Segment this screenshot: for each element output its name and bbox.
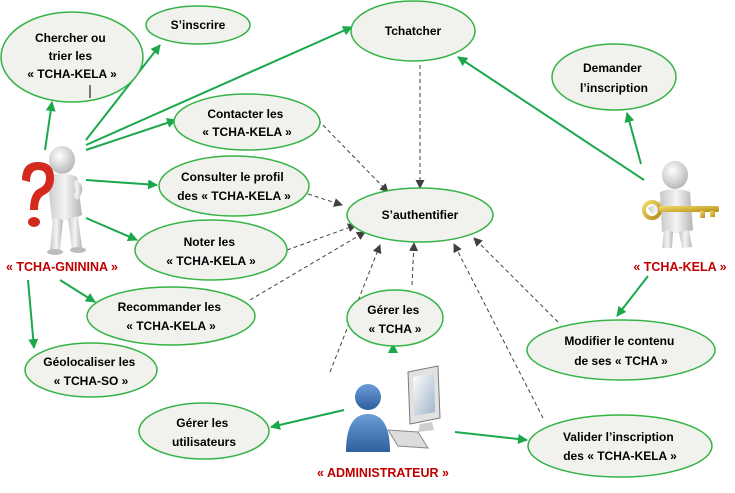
- actor-provider-label: « TCHA-KELA »: [633, 260, 726, 274]
- usecase-manage-tcha-line2: « TCHA »: [369, 322, 422, 336]
- user-computer-icon: [346, 365, 441, 452]
- dash-recommend-auth: [249, 231, 366, 301]
- usecase-manage-users: [138, 402, 270, 460]
- usecase-search: [0, 11, 144, 103]
- arrow-provider-modify: [616, 275, 649, 317]
- svg-text:Chercher ou trier les: Chercher ou trier les « TCHA-KELA »: [27, 31, 117, 81]
- usecase-request-line2: l’inscription: [580, 81, 648, 95]
- arrow-client-contact: [85, 118, 177, 151]
- usecase-validate-line2: des « TCHA-KELA »: [563, 449, 677, 463]
- usecase-contact-line1: Contacter les: [207, 107, 283, 121]
- arrow-client-signup: [85, 44, 161, 141]
- usecase-modify-line1: Modifier le contenu: [564, 334, 674, 348]
- usecase-search-line2: trier les: [49, 49, 93, 63]
- svg-text:Gérer les utilisateurs: Gérer les utilisateurs: [172, 416, 236, 449]
- usecase-recommend-line1: Recommander les: [118, 300, 222, 314]
- usecase-validate-line1: Valider l’inscription: [563, 430, 674, 444]
- arrow-admin-validate: [454, 431, 528, 444]
- usecase-rate: [134, 219, 288, 281]
- usecase-chat-label: Tchatcher: [385, 24, 442, 38]
- usecase-chat: [350, 0, 476, 62]
- use-cases: Chercher ou trier les « TCHA-KELA » S’in…: [0, 0, 716, 478]
- usecase-auth-label: S’authentifier: [382, 208, 459, 222]
- include-arrows: [249, 65, 559, 419]
- arrow-client-consult: [85, 179, 158, 190]
- svg-text:Modifier le contenu de s: Modifier le contenu de ses « TCHA »: [564, 334, 677, 368]
- arrow-client-rate: [85, 217, 138, 242]
- dash-rate-auth: [286, 223, 357, 251]
- svg-text:Géolocaliser les « TCHA-: Géolocaliser les « TCHA-SO »: [43, 355, 138, 388]
- dash-validate-auth: [453, 243, 544, 419]
- usecase-search-line1: Chercher ou: [35, 31, 106, 45]
- svg-text:Gérer les « TCHA »: Gérer les « TCHA »: [367, 303, 422, 336]
- arrow-client-recommend: [59, 279, 96, 303]
- association-arrows: [27, 26, 649, 444]
- usecase-consult-line1: Consulter le profil: [181, 170, 284, 184]
- arrow-client-chat: [85, 26, 353, 146]
- usecase-geoloc: [24, 342, 158, 398]
- dash-consult-auth: [307, 193, 343, 207]
- usecase-auth: [346, 187, 494, 243]
- dash-manage-tcha-auth: [409, 242, 419, 286]
- usecase-contact-line2: « TCHA-KELA »: [202, 125, 292, 139]
- usecase-request-line1: Demander: [583, 61, 642, 75]
- usecase-consult: [158, 155, 310, 217]
- arrow-provider-request: [624, 112, 642, 165]
- usecase-geoloc-line2: « TCHA-SO »: [54, 374, 129, 388]
- usecase-rate-line1: Noter les: [184, 235, 236, 249]
- usecase-request: [551, 43, 677, 111]
- svg-text:Contacter les « TCHA-KEL: Contacter les « TCHA-KELA »: [202, 107, 292, 139]
- dash-contact-auth: [317, 119, 389, 193]
- person-with-key-icon: [642, 161, 719, 248]
- usecase-signup: [145, 5, 251, 45]
- arrow-client-search: [44, 101, 56, 151]
- usecase-recommend: [86, 286, 256, 346]
- svg-text:Valider l’inscription de: Valider l’inscription des « TCHA-KELA »: [563, 430, 677, 463]
- actor-admin-label: « ADMINISTRATEUR »: [317, 466, 449, 480]
- usecase-contact: [173, 93, 321, 151]
- arrow-admin-manage-users: [270, 409, 345, 430]
- question-mark-person-icon: [22, 146, 86, 255]
- usecase-search-line3: « TCHA-KELA »: [27, 67, 117, 81]
- usecase-manage-tcha-line1: Gérer les: [367, 303, 419, 317]
- actor-client-label: « TCHA-GNININA »: [6, 260, 118, 274]
- arrow-client-geoloc: [27, 279, 39, 349]
- usecase-signup-label: S’inscrire: [171, 18, 226, 32]
- dash-modify-auth: [473, 237, 559, 323]
- svg-text:Demander l’inscription: Demander l’inscription: [580, 61, 648, 95]
- usecase-validate: [527, 414, 713, 478]
- usecase-manage-users-line1: Gérer les: [176, 416, 228, 430]
- svg-text:Consulter le profil des: Consulter le profil des « TCHA-KELA »: [177, 170, 291, 203]
- usecase-rate-line2: « TCHA-KELA »: [166, 254, 256, 268]
- svg-text:Recommander les « TCHA-K: Recommander les « TCHA-KELA »: [118, 300, 225, 333]
- usecase-recommend-line2: « TCHA-KELA »: [126, 319, 216, 333]
- arrow-provider-chat: [457, 56, 645, 181]
- usecase-modify: [526, 319, 716, 381]
- usecase-consult-line2: des « TCHA-KELA »: [177, 189, 291, 203]
- usecase-modify-line2: de ses « TCHA »: [574, 354, 668, 368]
- usecase-manage-tcha: [346, 289, 444, 347]
- svg-text:Noter les « TCHA-KELA »: Noter les « TCHA-KELA »: [166, 235, 256, 268]
- usecase-manage-users-line2: utilisateurs: [172, 435, 236, 449]
- usecase-geoloc-line1: Géolocaliser les: [43, 355, 135, 369]
- dash-admin-auth: [329, 244, 382, 373]
